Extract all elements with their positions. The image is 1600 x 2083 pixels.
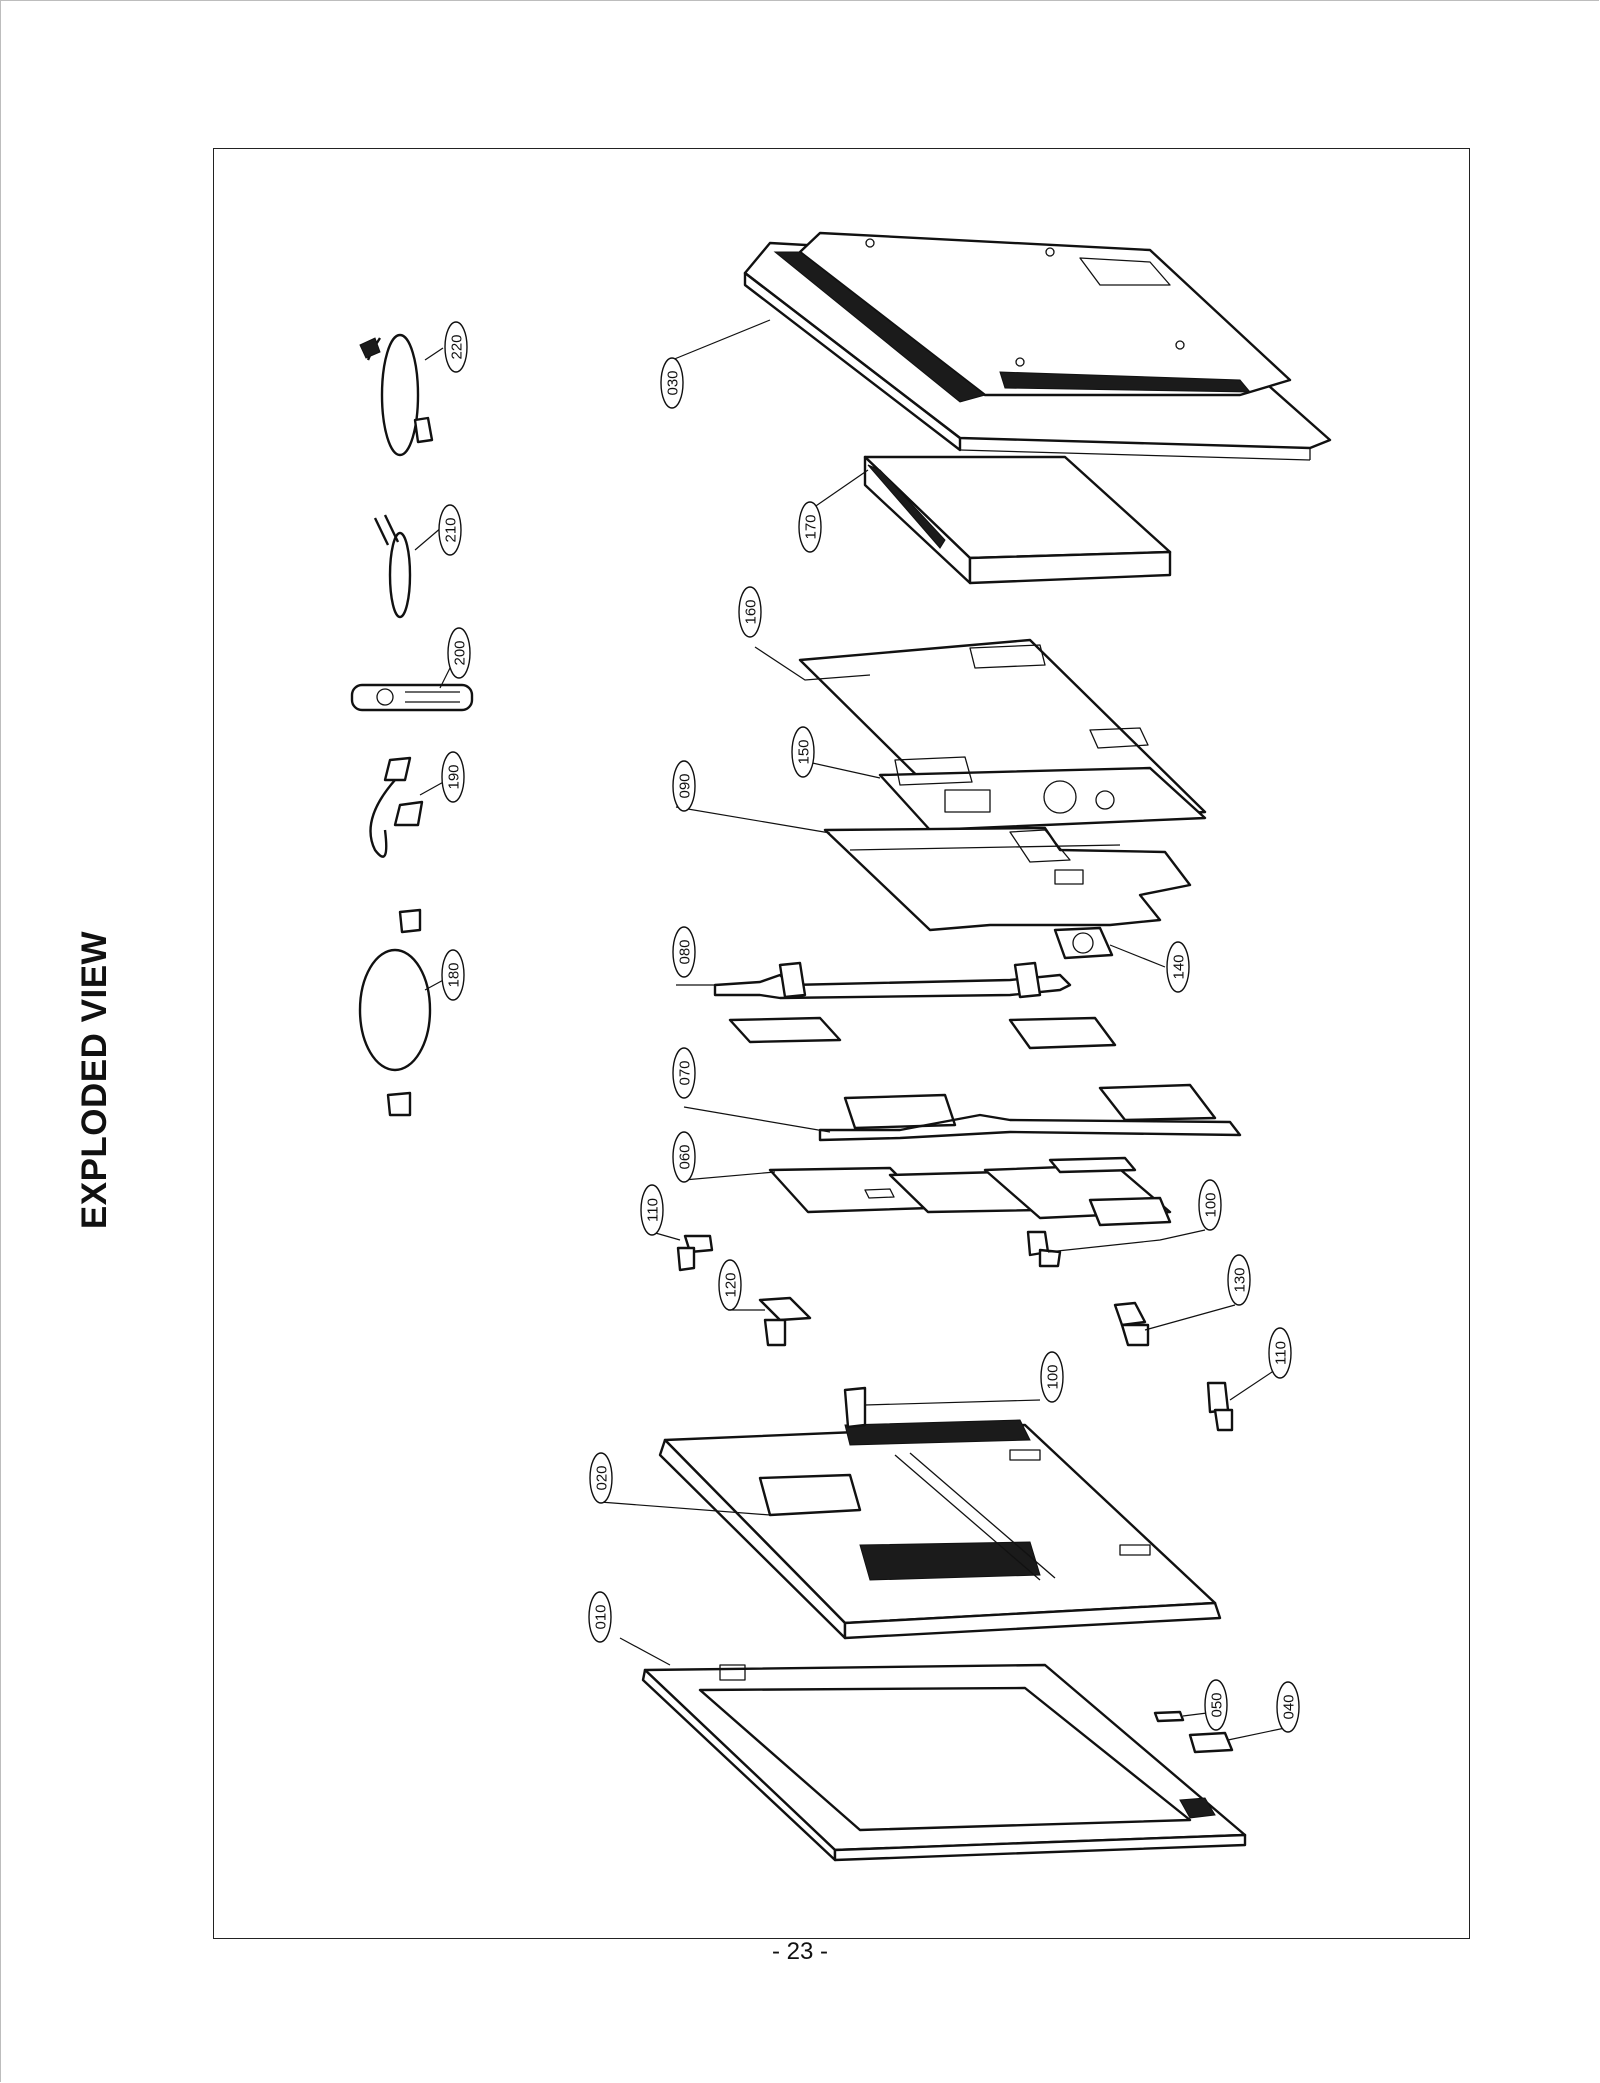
callout-110-right-label: 110 [1273,1341,1290,1365]
accessory-190-signal-cable [369,756,424,858]
callout-160-label: 160 [743,599,760,624]
callout-170-label: 170 [803,514,820,539]
part-130-bracket [1113,1301,1150,1347]
callout-150-label: 150 [796,739,813,764]
callout-060-label: 060 [677,1144,694,1169]
callout-210: 210 [438,504,462,556]
callout-120: 120 [718,1259,742,1311]
callout-050: 050 [1204,1679,1228,1731]
callout-100-lower: 100 [1040,1351,1064,1403]
accessory-220-power-cord [359,333,434,457]
part-080-bracket [713,961,1117,1050]
part-100-small-bracket-mid [1026,1230,1062,1268]
callout-210-label: 210 [443,517,460,542]
callout-100-upper: 100 [1198,1179,1222,1231]
accessory-210-av-cable [373,514,412,619]
callout-180-label: 180 [446,962,463,987]
callout-090-label: 090 [677,773,694,798]
callout-190: 190 [441,751,465,803]
accessory-200-remote-control [350,683,474,712]
callout-180: 180 [441,949,465,1001]
callout-100-upper-label: 100 [1203,1192,1220,1217]
part-030-rear-cover [743,231,1332,461]
callout-020: 020 [589,1452,613,1504]
callout-080-label: 080 [677,939,694,964]
callout-070: 070 [672,1047,696,1099]
drawing-frame [213,148,1470,1939]
callout-110-right: 110 [1268,1327,1292,1379]
part-120-bracket [758,1296,812,1347]
part-110-small-bracket-left [676,1234,714,1272]
callout-070-label: 070 [677,1060,694,1085]
part-110-small-bracket-right [1206,1381,1234,1432]
callout-140: 140 [1166,941,1190,993]
part-050-small-part [1153,1710,1185,1723]
callout-130: 130 [1227,1254,1251,1306]
callout-200: 200 [447,627,471,679]
callout-010-label: 010 [593,1604,610,1629]
callout-060: 060 [672,1131,696,1183]
callout-120-label: 120 [723,1272,740,1297]
part-060-plate [768,1156,1172,1227]
callout-150: 150 [791,726,815,778]
callout-170: 170 [798,501,822,553]
part-070-bracket [818,1083,1242,1142]
callout-040: 040 [1276,1681,1300,1733]
callout-200-label: 200 [452,640,469,665]
part-010-front-bezel [641,1663,1247,1862]
part-140-fan [1053,926,1114,960]
callout-140-label: 140 [1171,954,1188,979]
callout-090: 090 [672,760,696,812]
part-040-small-board [1188,1731,1234,1754]
callout-220-label: 220 [449,334,466,359]
part-090-pcb [823,826,1192,932]
callout-030: 030 [660,357,684,409]
leader-lines [414,319,1286,1741]
accessory-180-cable [358,908,432,1117]
callout-100-lower-label: 100 [1045,1364,1062,1389]
callout-190-label: 190 [446,764,463,789]
callout-050-label: 050 [1209,1692,1226,1717]
part-170-shield-box [863,455,1172,585]
callout-030-label: 030 [665,370,682,395]
callout-010: 010 [588,1591,612,1643]
callout-110-left: 110 [640,1184,664,1236]
callout-160: 160 [738,586,762,638]
callout-020-label: 020 [594,1465,611,1490]
part-020-chassis-frame [658,1386,1222,1640]
callout-220: 220 [444,321,468,373]
callout-080: 080 [672,926,696,978]
callout-130-label: 130 [1232,1267,1249,1292]
part-150-sub-board [878,756,1207,832]
page-number: - 23 - [771,1938,828,1965]
callout-040-label: 040 [1281,1694,1298,1719]
callout-110-left-label: 110 [645,1198,662,1222]
